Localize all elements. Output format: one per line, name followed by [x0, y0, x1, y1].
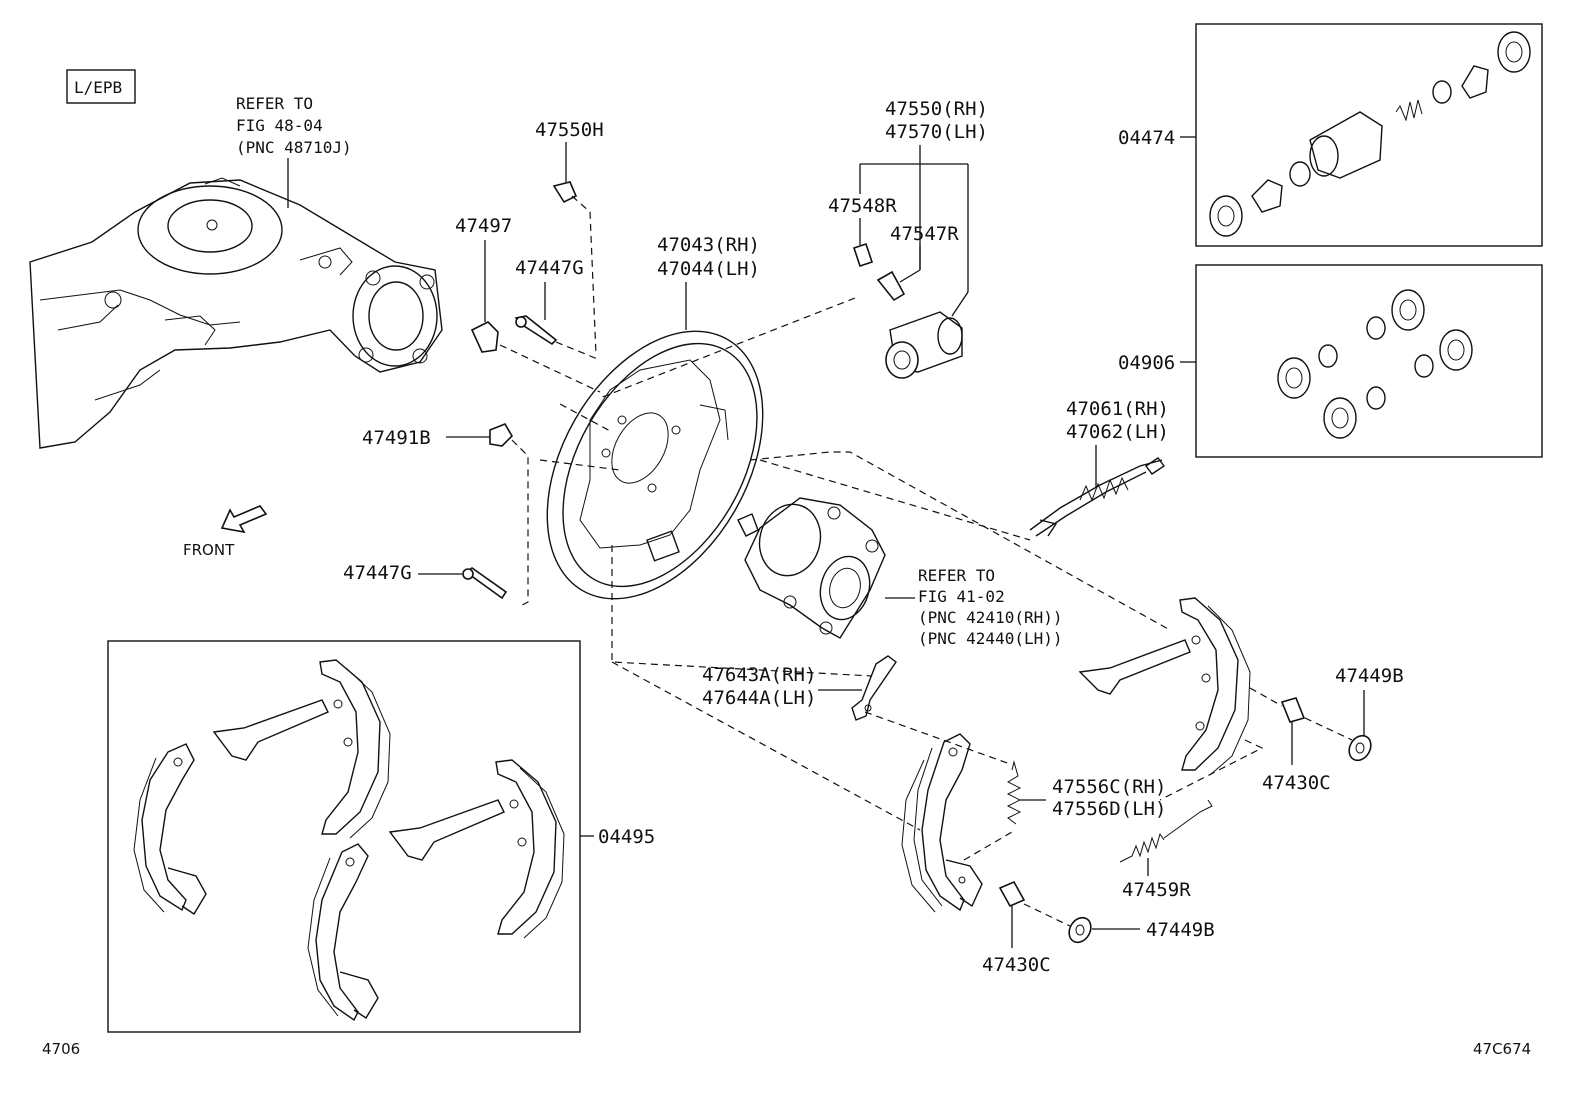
part-47449B-right: 47449B	[1335, 665, 1404, 762]
refer-axle-line-1: REFER TO	[236, 94, 313, 113]
label-47547R: 47547R	[890, 223, 959, 245]
front-arrow-icon	[220, 505, 268, 534]
label-47556C: 47556C(RH)	[1052, 776, 1166, 798]
front-indicator: FRONT	[183, 505, 268, 559]
part-47430C-right: 47430C	[1262, 697, 1331, 794]
part-47430C-bottom: 47430C	[982, 880, 1051, 976]
label-47062: 47062(LH)	[1066, 421, 1169, 443]
part-front-shoe-lower	[901, 733, 1071, 927]
part-hub: REFER TO FIG 41-02 (PNC 42410(RH)) (PNC …	[737, 497, 1063, 648]
refer-hub-line-2: FIG 41-02	[918, 587, 1005, 606]
footer-right-code: 47C674	[1473, 1040, 1531, 1058]
part-wheel-cylinder: 47550(RH) 47570(LH) 47548R 47547R	[599, 98, 988, 399]
refer-axle-line-2: FIG 48-04	[236, 116, 323, 135]
part-47447G-bottom: 47447G	[343, 562, 508, 600]
label-47430C-right: 47430C	[1262, 772, 1331, 794]
connector-dashes	[611, 451, 1171, 831]
part-47459R: 47459R	[1119, 799, 1213, 901]
label-47643A: 47643A(RH)	[702, 664, 816, 686]
kit-04474: 04474	[1118, 23, 1543, 247]
lepb-tag: L/EPB	[66, 69, 136, 104]
label-47556D: 47556D(LH)	[1052, 798, 1166, 820]
part-47550H: 47550H	[535, 119, 604, 356]
part-47449B-bottom: 47449B	[1068, 916, 1215, 944]
refer-hub-line-1: REFER TO	[918, 566, 995, 585]
kit-04906: 04906	[1118, 264, 1543, 458]
part-47491B: 47491B	[362, 423, 529, 607]
label-04495: 04495	[598, 826, 655, 848]
label-47644A: 47644A(LH)	[702, 687, 816, 709]
label-47043: 47043(RH)	[657, 234, 760, 256]
kit-04495: 04495	[107, 640, 655, 1033]
refer-axle-line-3: (PNC 48710J)	[236, 138, 352, 157]
part-strut: 47643A(RH) 47644A(LH)	[702, 655, 897, 721]
label-04474: 04474	[1118, 127, 1175, 149]
front-label: FRONT	[183, 541, 235, 559]
part-adjuster: 47061(RH) 47062(LH)	[1029, 398, 1169, 537]
refer-hub-line-4: (PNC 42440(LH))	[918, 629, 1063, 648]
label-47497: 47497	[455, 215, 512, 237]
label-47491B: 47491B	[362, 427, 431, 449]
part-rear-shoe-upper	[1078, 597, 1353, 801]
refer-hub-line-3: (PNC 42410(RH))	[918, 608, 1063, 627]
label-47044: 47044(LH)	[657, 258, 760, 280]
label-47459R: 47459R	[1122, 879, 1191, 901]
label-47449B-right: 47449B	[1335, 665, 1404, 687]
label-47548R: 47548R	[828, 195, 897, 217]
part-backing-plate: 47043(RH) 47044(LH)	[539, 234, 764, 600]
refer-note-axle: REFER TO FIG 48-04 (PNC 48710J)	[236, 94, 352, 208]
label-47447G-top: 47447G	[515, 257, 584, 279]
label-47550: 47550(RH)	[885, 98, 988, 120]
label-47061: 47061(RH)	[1066, 398, 1169, 420]
label-04906: 04906	[1118, 352, 1175, 374]
part-return-spring: 47556C(RH) 47556D(LH)	[1006, 760, 1166, 825]
footer-left-code: 4706	[42, 1040, 80, 1058]
label-47430C-bottom: 47430C	[982, 954, 1051, 976]
part-47497: 47497	[455, 215, 601, 393]
label-47447G-bottom: 47447G	[343, 562, 412, 584]
label-47570: 47570(LH)	[885, 121, 988, 143]
label-47449B-bottom: 47449B	[1146, 919, 1215, 941]
part-47447G-top: 47447G	[514, 257, 601, 361]
axle-beam-drawing	[29, 177, 443, 449]
label-47550H: 47550H	[535, 119, 604, 141]
lepb-tag-text: L/EPB	[74, 78, 122, 97]
